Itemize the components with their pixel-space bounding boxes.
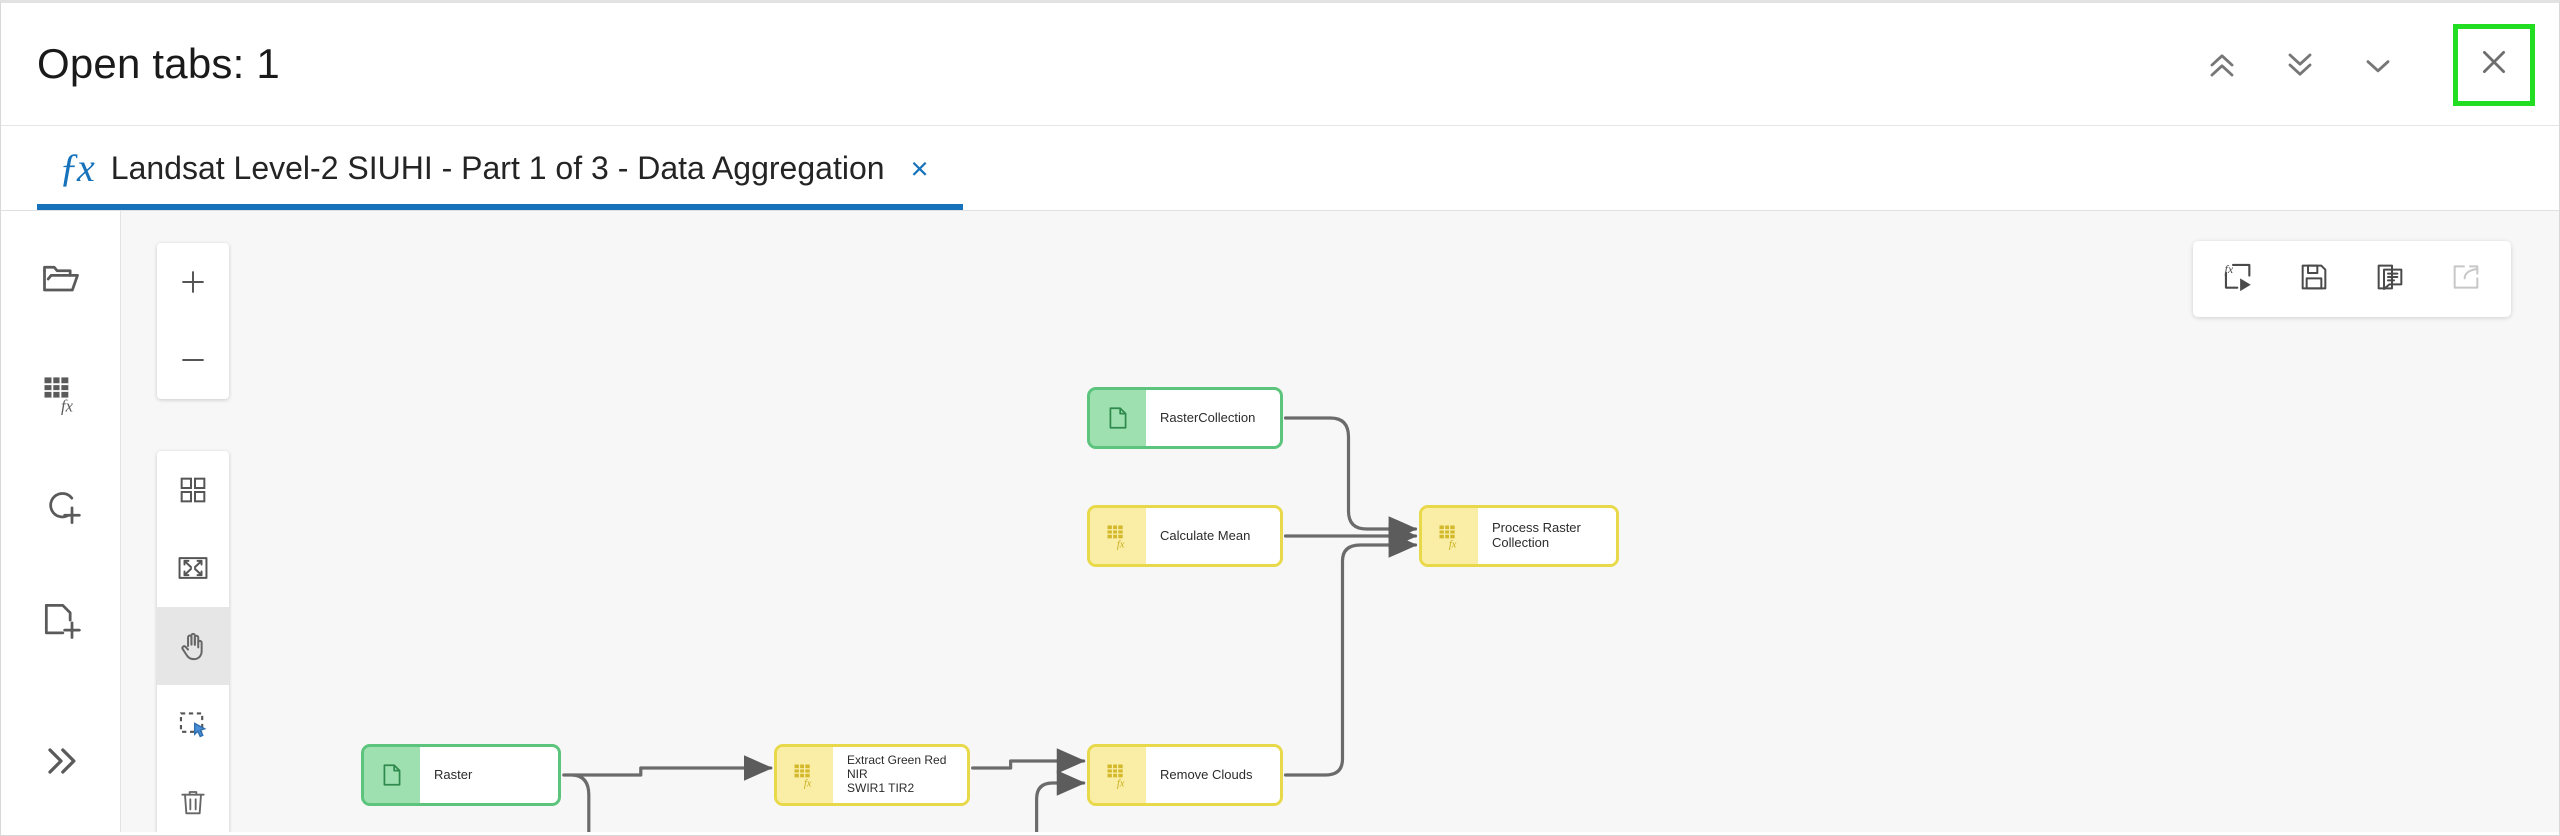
hand-pan-icon xyxy=(176,629,210,663)
save-floppy-icon xyxy=(2298,261,2330,298)
node-extract-bands[interactable]: fx Extract Green Red NIR SWIR1 TIR2 xyxy=(774,744,970,806)
fx-icon: ƒx xyxy=(59,145,95,190)
left-sidebar: fx xyxy=(1,211,121,832)
tab-data-aggregation[interactable]: ƒx Landsat Level-2 SIUHI - Part 1 of 3 -… xyxy=(37,126,963,210)
raster-function-icon: fx xyxy=(777,747,833,803)
function-editor-canvas[interactable]: RasterCollection fx xyxy=(121,211,2559,832)
raster-dataset-icon xyxy=(1090,390,1146,446)
svg-text:fx: fx xyxy=(2225,261,2234,275)
edge-cloudmask-to-remove-clouds xyxy=(1035,770,1086,832)
fit-to-screen-icon xyxy=(176,551,210,585)
sidebar-item-expand[interactable] xyxy=(15,718,107,805)
svg-text:fx: fx xyxy=(804,779,812,789)
page-title: Open tabs: 1 xyxy=(37,40,280,87)
node-label: Calculate Mean xyxy=(1146,508,1280,564)
properties-button[interactable] xyxy=(2359,248,2421,310)
select-box-button[interactable] xyxy=(157,685,229,763)
edge-remove-clouds-to-process xyxy=(1283,532,1418,777)
graph-nodes: RasterCollection fx xyxy=(121,211,2559,832)
node-process-raster-collection[interactable]: fx Process Raster Collection xyxy=(1419,505,1619,567)
header-actions xyxy=(2183,3,2535,126)
run-function-button[interactable]: fx xyxy=(2207,248,2269,310)
node-calculate-mean[interactable]: fx Calculate Mean xyxy=(1087,505,1283,567)
edge-raster-to-extract-bands xyxy=(562,755,773,781)
window-header: Open tabs: 1 xyxy=(1,3,2559,126)
node-label: RasterCollection xyxy=(1146,390,1280,446)
double-chevron-up-icon xyxy=(2202,45,2242,85)
tab-strip: ƒx Landsat Level-2 SIUHI - Part 1 of 3 -… xyxy=(1,126,2559,211)
delete-button[interactable] xyxy=(157,763,229,832)
node-label: Raster xyxy=(420,747,558,803)
edge-bands-to-remove-clouds xyxy=(971,748,1086,774)
run-function-icon: fx xyxy=(2221,260,2255,299)
connector-layer xyxy=(562,416,1418,832)
minus-icon xyxy=(176,343,210,377)
zoom-in-button[interactable] xyxy=(157,243,229,321)
document-plus-icon xyxy=(39,599,83,643)
document-properties-icon xyxy=(2374,261,2406,298)
svg-text:fx: fx xyxy=(1117,779,1125,789)
export-share-icon xyxy=(2450,261,2482,298)
circle-plus-icon xyxy=(39,485,83,529)
editor-body: fx xyxy=(1,211,2559,832)
raster-dataset-icon xyxy=(364,747,420,803)
close-icon xyxy=(2473,41,2515,88)
export-button[interactable] xyxy=(2435,248,2497,310)
double-chevron-right-icon xyxy=(39,739,83,783)
tab-close-icon[interactable]: × xyxy=(910,150,929,186)
collapse-all-button[interactable] xyxy=(2183,26,2261,104)
node-label: Extract Green Red NIR SWIR1 TIR2 xyxy=(833,747,967,803)
pan-tool-button[interactable] xyxy=(157,607,229,685)
sidebar-item-open-folder[interactable] xyxy=(15,235,107,322)
dropdown-button[interactable] xyxy=(2339,26,2417,104)
canvas-toolbar: fx xyxy=(2193,241,2511,317)
node-raster-collection[interactable]: RasterCollection xyxy=(1087,387,1283,449)
raster-function-icon: fx xyxy=(39,371,83,415)
open-folder-icon xyxy=(39,257,83,301)
layout-grid-button[interactable] xyxy=(157,451,229,529)
raster-function-icon: fx xyxy=(1090,747,1146,803)
save-button[interactable] xyxy=(2283,248,2345,310)
plus-icon xyxy=(176,265,210,299)
sidebar-item-raster-function[interactable]: fx xyxy=(15,349,107,436)
sidebar-item-add-variable[interactable] xyxy=(15,463,107,550)
trash-icon xyxy=(177,786,209,818)
chevron-down-icon xyxy=(2358,45,2398,85)
raster-function-icon: fx xyxy=(1422,508,1478,564)
node-remove-clouds[interactable]: fx Remove Clouds xyxy=(1087,744,1283,806)
node-raster[interactable]: Raster xyxy=(361,744,561,806)
edge-rastercollection-to-process xyxy=(1283,416,1418,542)
svg-text:fx: fx xyxy=(61,396,74,415)
fit-to-screen-button[interactable] xyxy=(157,529,229,607)
tab-label: Landsat Level-2 SIUHI - Part 1 of 3 - Da… xyxy=(110,149,885,186)
node-label: Process Raster Collection xyxy=(1478,508,1616,564)
raster-function-icon: fx xyxy=(1090,508,1146,564)
expand-all-button[interactable] xyxy=(2261,26,2339,104)
close-button[interactable] xyxy=(2453,23,2535,106)
svg-text:fx: fx xyxy=(1117,540,1125,550)
edge-raster-to-extract-qa xyxy=(571,773,591,832)
svg-text:fx: fx xyxy=(1449,540,1457,550)
sidebar-item-new-document[interactable] xyxy=(15,578,107,665)
double-chevron-down-icon xyxy=(2280,45,2320,85)
zoom-palette xyxy=(157,243,229,399)
node-label: Remove Clouds xyxy=(1146,747,1280,803)
marquee-select-icon xyxy=(176,707,210,741)
zoom-out-button[interactable] xyxy=(157,321,229,399)
tool-palette xyxy=(157,451,229,832)
grid-layout-icon xyxy=(177,474,209,506)
